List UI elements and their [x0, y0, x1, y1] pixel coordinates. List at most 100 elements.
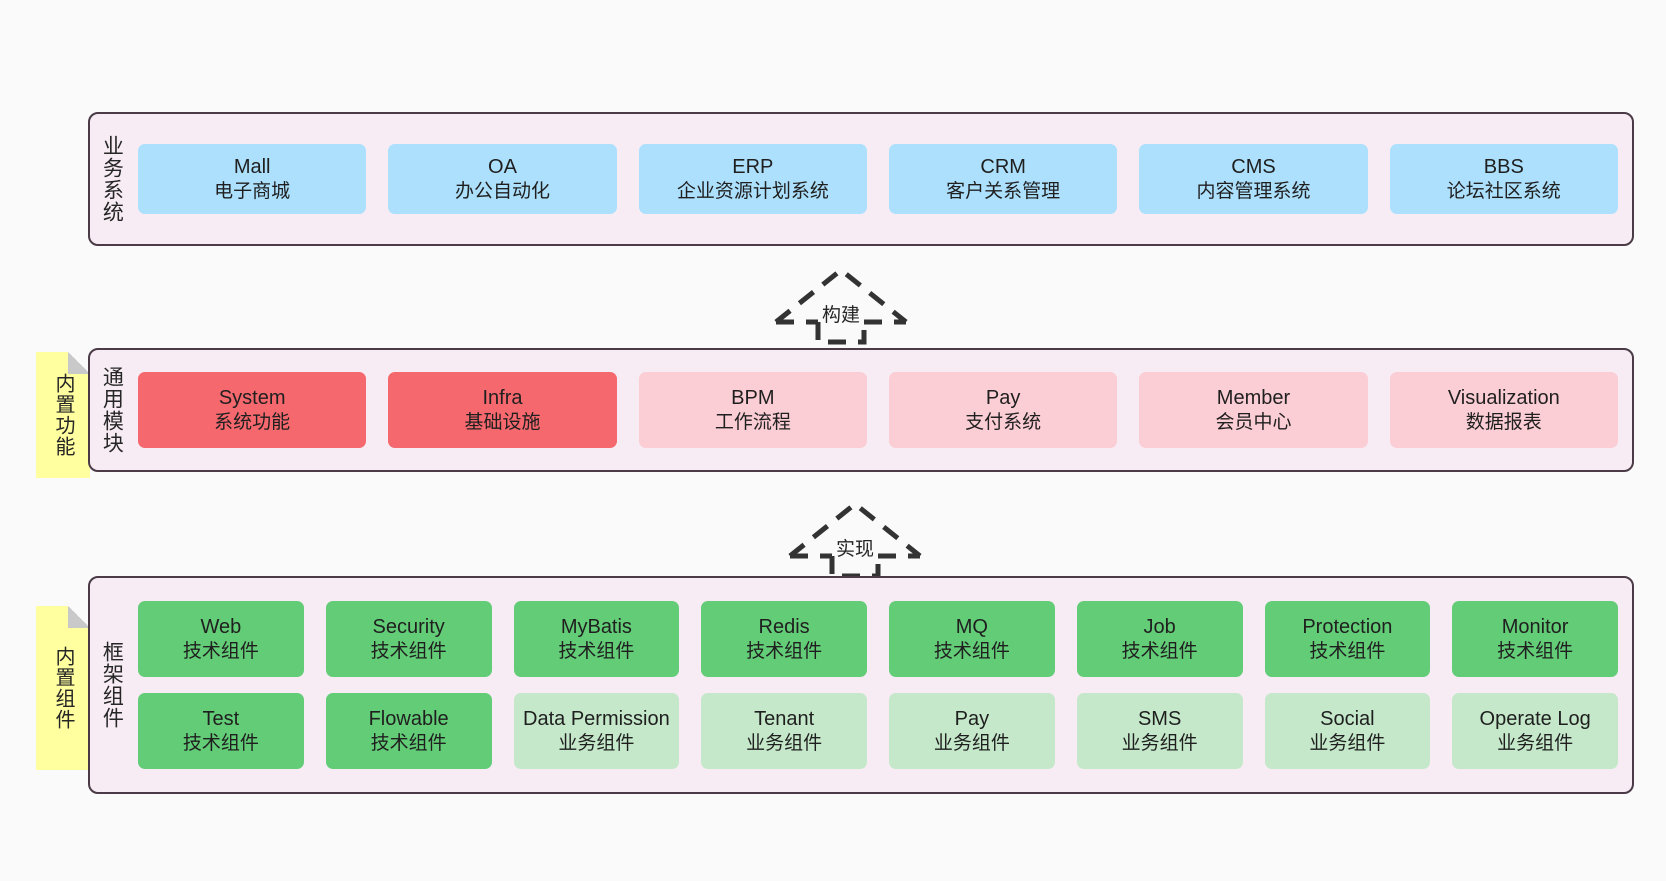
component-title: Pay	[954, 707, 990, 730]
module-subtitle: 企业资源计划系统	[676, 180, 829, 202]
module-card-pay[interactable]: Pay 支付系统	[888, 372, 1118, 448]
component-title: Job	[1143, 615, 1176, 638]
module-title: Infra	[482, 386, 523, 409]
component-title: Social	[1320, 707, 1375, 730]
component-subtitle: 技术组件	[370, 732, 447, 754]
component-title: SMS	[1137, 707, 1182, 730]
component-subtitle: 技术组件	[1497, 640, 1574, 662]
module-card-bpm[interactable]: BPM 工作流程	[638, 372, 867, 448]
component-card-sms[interactable]: SMS 业务组件	[1076, 693, 1243, 769]
connector-realize: 实现	[770, 496, 940, 579]
component-title: Web	[200, 615, 242, 638]
component-card-pay[interactable]: Pay 业务组件	[889, 693, 1055, 769]
connector-build: 构建	[756, 262, 926, 345]
note-builtin-component: 内置组件	[36, 606, 90, 770]
component-title: Test	[202, 707, 240, 730]
component-title: Operate Log	[1479, 707, 1591, 730]
module-title: System	[218, 386, 286, 409]
component-subtitle: 业务组件	[558, 732, 635, 754]
component-card-social[interactable]: Social 业务组件	[1264, 693, 1431, 769]
component-card-protection[interactable]: Protection 技术组件	[1264, 601, 1431, 677]
layer-title-business-systems: 业务系统	[100, 135, 124, 223]
note-label: 内置功能	[52, 373, 74, 457]
module-subtitle: 支付系统	[965, 411, 1042, 433]
module-title: CMS	[1231, 155, 1276, 178]
component-subtitle: 技术组件	[933, 640, 1010, 662]
component-card-test[interactable]: Test 技术组件	[138, 693, 304, 769]
component-subtitle: 业务组件	[933, 732, 1010, 754]
module-card-mall[interactable]: Mall 电子商城	[138, 144, 367, 214]
module-subtitle: 系统功能	[214, 411, 291, 433]
note-builtin-function: 内置功能	[36, 352, 90, 478]
component-subtitle: 技术组件	[370, 640, 447, 662]
component-subtitle: 技术组件	[746, 640, 823, 662]
module-subtitle: 论坛社区系统	[1446, 180, 1561, 202]
component-title: MyBatis	[560, 615, 632, 638]
module-subtitle: 办公自动化	[454, 180, 550, 202]
component-title: Protection	[1302, 615, 1393, 638]
component-card-monitor[interactable]: Monitor 技术组件	[1452, 601, 1618, 677]
component-title: Flowable	[368, 707, 449, 730]
component-card-tenant[interactable]: Tenant 业务组件	[701, 693, 867, 769]
module-title: Visualization	[1447, 386, 1560, 409]
module-subtitle: 工作流程	[714, 411, 791, 433]
layer-title-common-modules: 通用模块	[100, 366, 124, 454]
module-card-cms[interactable]: CMS 内容管理系统	[1139, 144, 1368, 214]
arrow-shaft	[815, 322, 867, 345]
layer-body-common-modules: System 系统功能 Infra 基础设施 BPM 工作流程 Pay 支付系统…	[132, 350, 1632, 470]
row: Test 技术组件 Flowable 技术组件 Data Permission …	[138, 693, 1618, 769]
component-card-job[interactable]: Job 技术组件	[1076, 601, 1243, 677]
component-subtitle: 技术组件	[182, 640, 259, 662]
module-card-crm[interactable]: CRM 客户关系管理	[888, 144, 1118, 214]
component-subtitle: 业务组件	[1497, 732, 1574, 754]
component-card-mq[interactable]: MQ 技术组件	[889, 601, 1055, 677]
component-subtitle: 技术组件	[1309, 640, 1386, 662]
component-subtitle: 业务组件	[746, 732, 823, 754]
module-card-erp[interactable]: ERP 企业资源计划系统	[638, 144, 867, 214]
module-subtitle: 电子商城	[214, 180, 291, 202]
component-subtitle: 技术组件	[1121, 640, 1198, 662]
module-card-bbs[interactable]: BBS 论坛社区系统	[1389, 144, 1618, 214]
component-title: Tenant	[754, 707, 815, 730]
component-title: Security	[372, 615, 445, 638]
component-subtitle: 业务组件	[1121, 732, 1198, 754]
arrowhead-outline-icon	[788, 500, 922, 558]
module-title: ERP	[732, 155, 774, 178]
component-card-operate-log[interactable]: Operate Log 业务组件	[1452, 693, 1618, 769]
component-title: Monitor	[1501, 615, 1569, 638]
module-card-member[interactable]: Member 会员中心	[1139, 372, 1368, 448]
module-title: Pay	[985, 386, 1021, 409]
layer-common-modules: 通用模块 System 系统功能 Infra 基础设施 BPM 工作流程 Pay…	[88, 348, 1634, 472]
component-card-web[interactable]: Web 技术组件	[138, 601, 304, 677]
module-card-system[interactable]: System 系统功能	[138, 372, 367, 448]
module-subtitle: 会员中心	[1215, 411, 1292, 433]
component-subtitle: 业务组件	[1309, 732, 1386, 754]
layer-title-framework-components: 框架组件	[100, 641, 124, 729]
row: Mall 电子商城 OA 办公自动化 ERP 企业资源计划系统 CRM 客户关系…	[138, 144, 1618, 214]
component-subtitle: 技术组件	[182, 732, 259, 754]
module-title: Member	[1216, 386, 1291, 409]
layer-body-business-systems: Mall 电子商城 OA 办公自动化 ERP 企业资源计划系统 CRM 客户关系…	[132, 114, 1632, 244]
module-card-oa[interactable]: OA 办公自动化	[388, 144, 617, 214]
row: System 系统功能 Infra 基础设施 BPM 工作流程 Pay 支付系统…	[138, 372, 1618, 448]
arrow-shaft	[829, 556, 881, 579]
module-title: CRM	[980, 155, 1026, 178]
row: Web 技术组件 Security 技术组件 MyBatis 技术组件 Redi…	[138, 601, 1618, 677]
layer-body-framework-components: Web 技术组件 Security 技术组件 MyBatis 技术组件 Redi…	[132, 578, 1632, 792]
layer-framework-components: 框架组件 Web 技术组件 Security 技术组件 MyBatis 技术组件…	[88, 576, 1634, 794]
note-label: 内置组件	[52, 646, 74, 730]
component-card-security[interactable]: Security 技术组件	[325, 601, 492, 677]
component-card-redis[interactable]: Redis 技术组件	[701, 601, 867, 677]
module-card-infra[interactable]: Infra 基础设施	[388, 372, 617, 448]
module-title: BBS	[1483, 155, 1524, 178]
component-title: Data Permission	[523, 707, 670, 730]
module-subtitle: 客户关系管理	[946, 180, 1061, 202]
module-card-visualization[interactable]: Visualization 数据报表	[1389, 372, 1618, 448]
component-card-mybatis[interactable]: MyBatis 技术组件	[513, 601, 680, 677]
component-card-flowable[interactable]: Flowable 技术组件	[325, 693, 492, 769]
module-title: BPM	[731, 386, 775, 409]
module-title: OA	[488, 155, 517, 178]
module-subtitle: 内容管理系统	[1196, 180, 1311, 202]
component-card-data-permission[interactable]: Data Permission 业务组件	[513, 693, 680, 769]
module-subtitle: 基础设施	[464, 411, 541, 433]
